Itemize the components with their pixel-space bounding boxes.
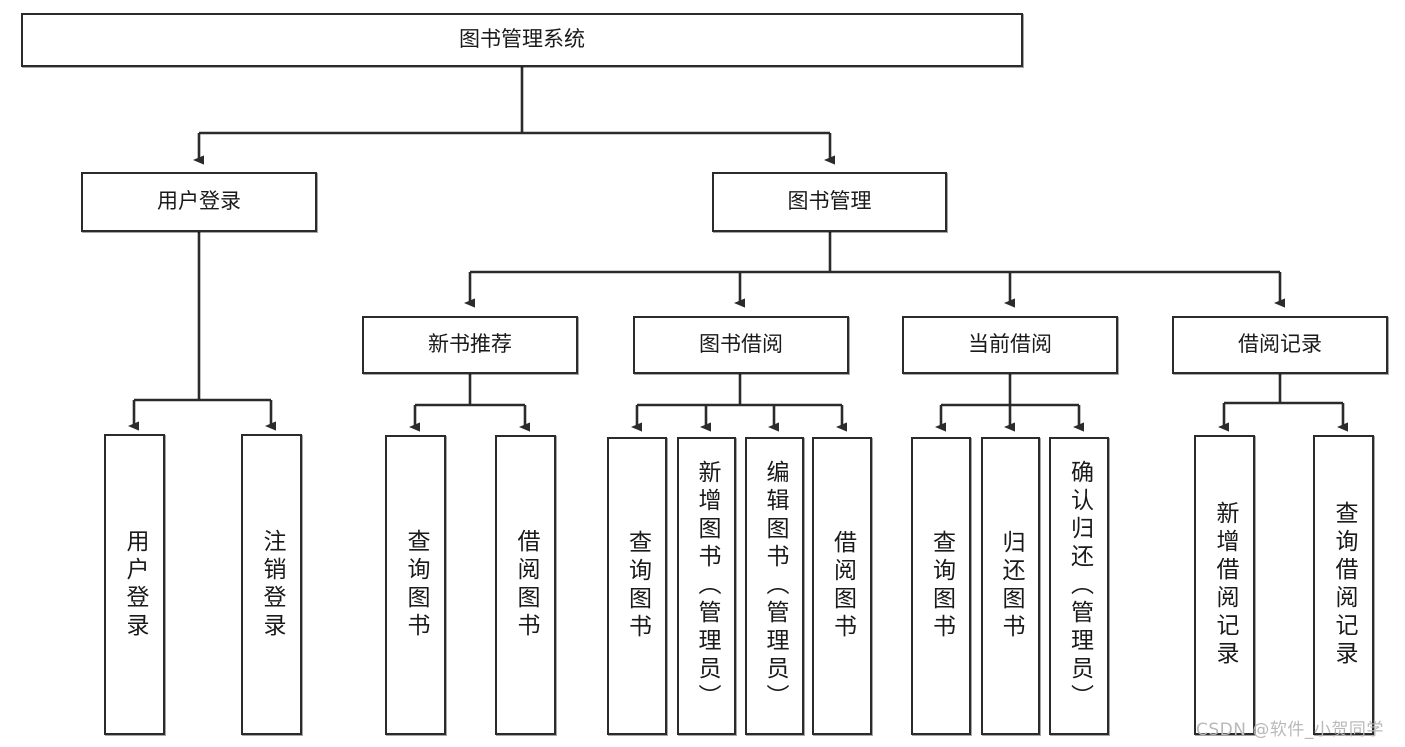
leaf-new-book-borrow-book[interactable]: 借阅图书: [495, 435, 556, 735]
leaf-book-borrow-query-book[interactable]: 查询图书: [607, 437, 667, 735]
node-label: 查询图书: [928, 530, 955, 642]
node-label: 新增图书（管理员）: [694, 460, 720, 712]
leaf-borrow-record-query-record[interactable]: 查询借阅记录: [1313, 435, 1374, 735]
node-label: 注销登录: [259, 528, 285, 641]
leaf-new-book-query-book[interactable]: 查询图书: [385, 435, 446, 735]
node-label: 图书借阅: [699, 332, 783, 357]
node-label: 用户登录: [157, 189, 241, 214]
leaf-current-borrow-return-book[interactable]: 归还图书: [981, 437, 1040, 735]
node-user-login[interactable]: 用户登录: [81, 172, 317, 232]
node-label: 新书推荐: [428, 332, 512, 357]
node-label: 图书管理系统: [459, 27, 585, 52]
node-label: 查询图书: [403, 529, 429, 641]
node-book-management[interactable]: 图书管理: [712, 172, 947, 232]
node-label: 归还图书: [998, 530, 1024, 642]
node-label: 用户登录: [122, 528, 148, 641]
node-new-book-recommend[interactable]: 新书推荐: [362, 316, 578, 374]
leaf-user-login-logout[interactable]: 注销登录: [241, 434, 302, 735]
leaf-current-borrow-confirm-return-admin[interactable]: 确认归还（管理员）: [1049, 437, 1109, 735]
node-label: 借阅图书: [513, 529, 539, 641]
leaf-book-borrow-borrow-book[interactable]: 借阅图书: [812, 437, 872, 735]
node-label: 确认归还（管理员）: [1066, 460, 1093, 712]
node-label: 当前借阅: [968, 332, 1052, 357]
node-label: 借阅记录: [1238, 332, 1322, 357]
node-label: 查询借阅记录: [1331, 501, 1357, 669]
leaf-book-borrow-add-book-admin[interactable]: 新增图书（管理员）: [677, 437, 736, 735]
node-current-borrow[interactable]: 当前借阅: [902, 316, 1118, 374]
leaf-user-login-login[interactable]: 用户登录: [104, 434, 165, 735]
leaf-book-borrow-edit-book-admin[interactable]: 编辑图书（管理员）: [745, 437, 804, 735]
node-root-book-management-system[interactable]: 图书管理系统: [21, 13, 1023, 67]
node-label: 编辑图书（管理员）: [762, 460, 788, 712]
node-label: 图书管理: [787, 189, 872, 214]
leaf-current-borrow-query-book[interactable]: 查询图书: [911, 437, 971, 735]
node-book-borrow[interactable]: 图书借阅: [633, 316, 849, 374]
node-label: 查询图书: [624, 530, 651, 642]
node-label: 新增借阅记录: [1212, 501, 1238, 669]
leaf-borrow-record-add-record[interactable]: 新增借阅记录: [1194, 435, 1255, 735]
node-label: 借阅图书: [829, 530, 856, 642]
node-borrow-record[interactable]: 借阅记录: [1172, 316, 1388, 374]
